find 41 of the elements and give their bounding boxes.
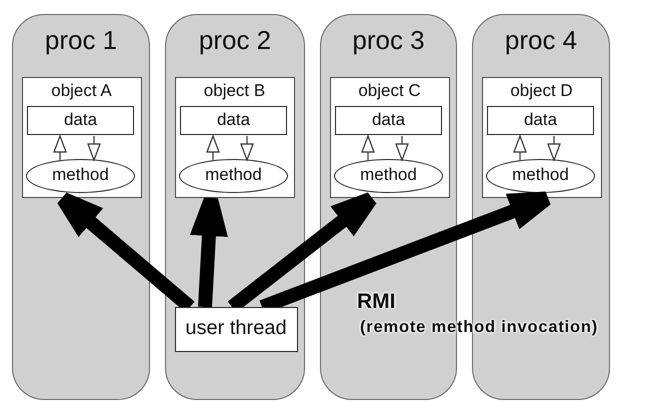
arrow <box>87 136 101 161</box>
method-ellipse <box>26 159 135 193</box>
process-title: proc 4 <box>504 25 578 56</box>
method-ellipse <box>486 159 595 193</box>
arrow <box>361 135 375 160</box>
node-label: data <box>522 110 558 130</box>
object-box <box>22 76 142 198</box>
object-box <box>330 76 450 198</box>
method-ellipse <box>334 159 443 193</box>
data-box <box>27 106 134 135</box>
node-label: data <box>370 110 406 130</box>
arrow <box>513 135 527 160</box>
object-box <box>482 76 602 198</box>
object-box <box>174 76 294 198</box>
node-label: user thread <box>184 316 288 340</box>
user-thread-box <box>174 306 298 352</box>
process-panel <box>165 14 305 400</box>
node-label: method <box>359 165 418 185</box>
data-box <box>335 106 442 135</box>
method-ellipse <box>179 159 288 193</box>
process-title: proc 2 <box>198 25 272 56</box>
arrow <box>240 136 254 161</box>
process-title: proc 3 <box>351 25 426 56</box>
arrow <box>206 135 220 160</box>
node-label: object B <box>202 80 266 100</box>
node-label: data <box>216 110 252 130</box>
annotation-heading: RMI <box>357 290 396 314</box>
node-label: method <box>511 165 570 185</box>
node-label: object D <box>509 80 574 100</box>
node-label: method <box>51 165 110 185</box>
node-label: object C <box>357 80 422 100</box>
node-label: data <box>62 110 98 130</box>
node-label: method <box>204 165 263 185</box>
arrow <box>53 135 67 160</box>
arrow <box>395 136 409 161</box>
arrow <box>547 136 561 161</box>
data-box <box>487 106 594 135</box>
node-label: object A <box>50 80 113 100</box>
data-box <box>180 106 287 135</box>
process-panel <box>12 14 150 400</box>
process-title: proc 1 <box>44 25 118 56</box>
